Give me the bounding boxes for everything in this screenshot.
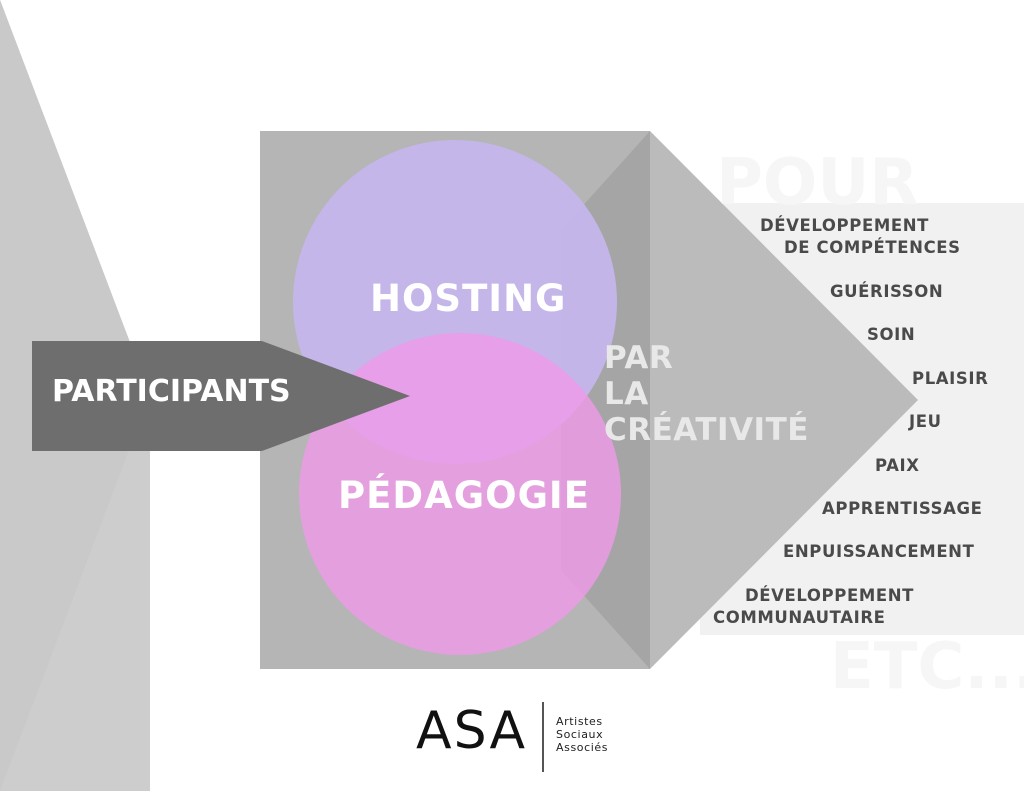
- logo-subtitle-line-1: Artistes: [556, 715, 603, 728]
- method-line-la: LA: [604, 376, 649, 412]
- outcome-developpement: DÉVELOPPEMENT: [760, 216, 929, 235]
- logo-subtitle-line-2: Sociaux: [556, 728, 604, 741]
- pour-label: POUR: [716, 146, 919, 220]
- outcome-jeu: JEU: [909, 412, 942, 431]
- logo-wordmark: ASA: [416, 701, 528, 761]
- pedagogie-circle: [299, 333, 621, 655]
- logo-subtitle-line-3: Associés: [556, 741, 609, 754]
- outcome-communautaire: COMMUNAUTAIRE: [713, 608, 886, 627]
- logo-divider: [542, 702, 544, 772]
- outcome-plaisir: PLAISIR: [912, 369, 989, 388]
- participants-arrow: [32, 341, 410, 451]
- outcome-soin: SOIN: [867, 325, 916, 344]
- hosting-label: HOSTING: [370, 277, 567, 320]
- method-line-par: PAR: [604, 340, 674, 376]
- outcome-apprentissage: APPRENTISSAGE: [822, 499, 983, 518]
- outcome-competences: DE COMPÉTENCES: [784, 238, 961, 257]
- outcome-guerisson: GUÉRISSON: [830, 282, 944, 301]
- participants-label: PARTICIPANTS: [52, 374, 291, 409]
- outcome-developpement-2: DÉVELOPPEMENT: [745, 586, 914, 605]
- pedagogie-label: PÉDAGOGIE: [338, 474, 590, 517]
- logo-subtitle: Artistes Sociaux Associés: [556, 715, 608, 754]
- right-arrow-shape: [650, 131, 918, 669]
- etc-label: ETC...: [830, 630, 1024, 704]
- outcome-paix: PAIX: [875, 456, 920, 475]
- outcome-enpuissancement: ENPUISSANCEMENT: [783, 542, 975, 561]
- method-line-creativite: CRÉATIVITÉ: [604, 412, 809, 448]
